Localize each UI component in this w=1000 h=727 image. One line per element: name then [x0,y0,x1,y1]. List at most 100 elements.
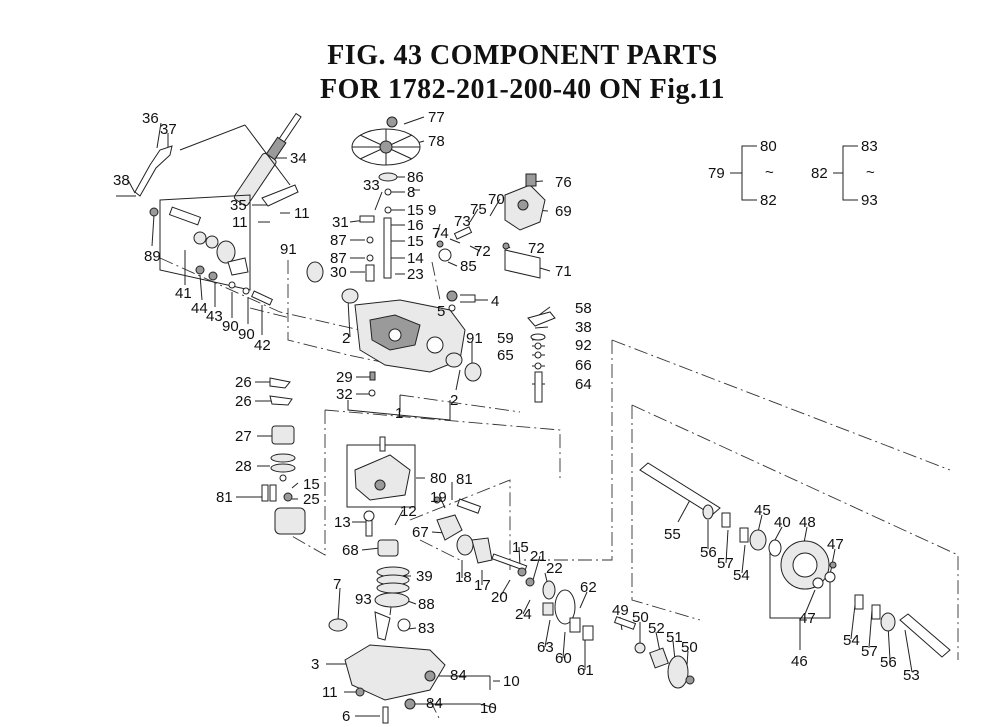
callout-label: 57 [861,643,878,660]
callout-label: 53 [903,667,920,684]
callout-label: 29 [336,369,353,386]
callout-label: 93 [355,591,372,608]
group-82-end: 93 [861,192,878,209]
group-legends: 80 ~ 82 79 83 ~ 93 82 [708,138,878,209]
callout-label: 18 [455,569,472,586]
callout-label: 15 [407,202,424,219]
damper-part [233,112,302,207]
callout-label: 81 [216,489,233,506]
callout-label: 80 [430,470,447,487]
callout-label: 65 [497,347,514,364]
group-82-id: 82 [811,165,828,182]
callout-label: 15 [303,476,320,493]
callout-label: 3 [311,656,319,673]
callout-label: 11 [232,214,248,231]
callout-label: 90 [238,326,255,343]
callout-label: 86 [407,169,424,186]
callout-label: 52 [648,620,665,637]
callout-label: 4 [491,293,499,310]
callout-label: 78 [428,133,445,150]
callout-label: 11 [294,205,310,222]
callout-label: 69 [555,203,572,220]
callout-label: 7 [333,576,341,593]
callout-label: 41 [175,285,192,302]
callout-label: 85 [460,258,477,275]
callout-label: 24 [515,606,532,623]
callout-label: 51 [666,629,683,646]
callout-label: 31 [332,214,349,231]
lower-case-part [344,644,446,701]
callout-label: 56 [880,654,897,671]
callout-label: 87 [330,232,347,249]
callout-label: 13 [334,514,351,531]
callout-label: 55 [664,526,681,543]
callout-label: 27 [235,428,252,445]
callout-label: 16 [407,217,424,234]
callout-label: 44 [191,300,208,317]
part-shapes [116,112,951,724]
callout-label: 19 [430,489,447,506]
callout-label: 36 [142,110,159,127]
group-79-tilde: ~ [765,164,774,181]
callout-label: 9 [428,202,436,219]
callout-label: 32 [336,386,353,403]
callout-label: 42 [254,337,271,354]
callout-label: 35 [230,197,247,214]
pump-block-part [274,507,306,535]
callout-label: 59 [497,330,514,347]
callout-label: 2 [342,330,350,347]
callout-label: 90 [222,318,239,335]
callout-label: 17 [474,577,491,594]
callout-label: 91 [280,241,297,258]
group-82-tilde: ~ [866,164,875,181]
callout-label: 48 [799,514,816,531]
callout-label: 75 [470,201,487,218]
callout-label: 38 [113,172,130,189]
callout-label: 71 [555,263,572,280]
callout-label: 76 [555,174,572,191]
callout-label: 5 [437,303,445,320]
callout-label: 15 [512,539,529,556]
callout-label: 70 [488,191,505,208]
callout-label: 1 [395,405,403,422]
callout-label: 28 [235,458,252,475]
callout-label: 10 [503,673,520,690]
callout-label: 81 [456,471,473,488]
callout-label: 50 [681,639,698,656]
callout-label: 74 [432,225,449,242]
callout-label: 64 [575,376,592,393]
callout-label: 26 [235,374,252,391]
callout-label: 34 [290,150,307,167]
figure-title-line-2: FOR 1782-201-200-40 ON Fig.11 [320,74,725,105]
group-79-id: 79 [708,165,725,182]
callout-label: 84 [426,695,443,712]
callout-label: 6 [342,708,350,725]
callout-label: 11 [322,684,338,701]
callout-label: 21 [530,548,547,565]
callout-label: 62 [580,579,597,596]
group-79-end: 82 [760,192,777,209]
callout-label: 54 [843,632,860,649]
group-79-start: 80 [760,138,777,155]
mount-bracket-part [504,249,541,279]
callout-label: 46 [791,653,808,670]
callout-label: 73 [454,213,471,230]
callout-label: 66 [575,357,592,374]
bypass-shaft-group-box [159,194,251,291]
axle-shaft-part [639,462,951,658]
callout-label: 63 [537,639,554,656]
callout-label: 38 [575,319,592,336]
callout-label: 88 [418,596,435,613]
callout-label: 87 [330,250,347,267]
callout-label: 91 [466,330,483,347]
callout-label: 2 [450,392,458,409]
callout-label: 61 [577,662,594,679]
callout-label: 56 [700,544,717,561]
callout-label: 89 [144,248,161,265]
callout-label: 25 [303,491,320,508]
callout-label: 10 [480,700,497,717]
callout-label: 22 [546,560,563,577]
callout-label: 45 [754,502,771,519]
callout-label: 37 [160,121,177,138]
cooling-fan-part [351,116,421,166]
